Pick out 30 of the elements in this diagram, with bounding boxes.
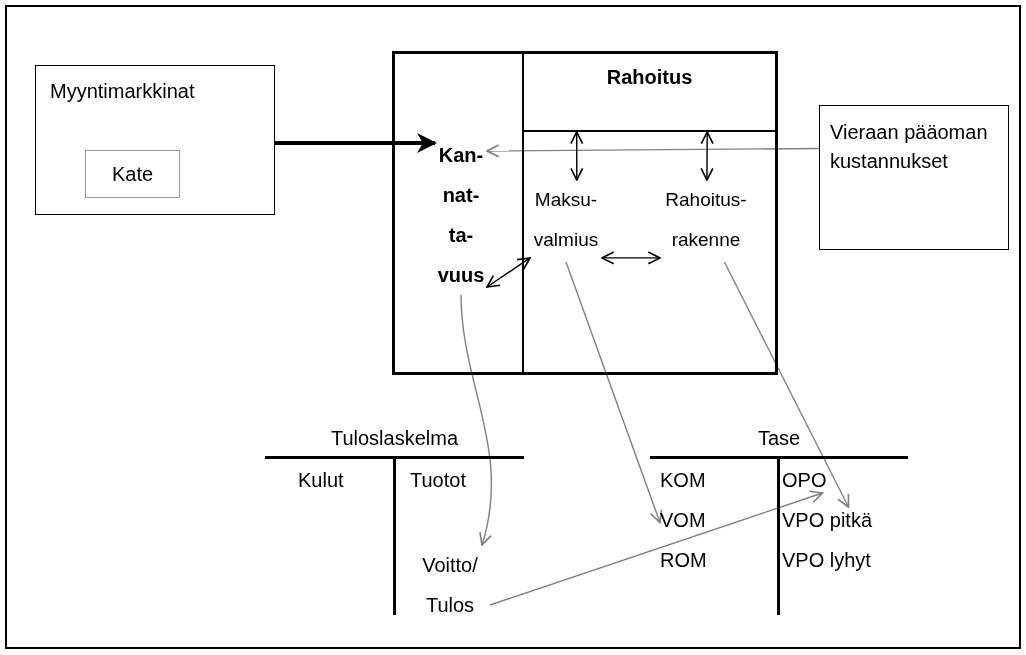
title-text: Myyntimarkkinat [50,79,196,104]
outer-box [35,65,275,215]
double-arrow [700,131,714,181]
title-text: Tuloslaskelma [329,426,460,451]
account-entry: OPO [782,467,827,493]
title-text: Tase [756,426,802,451]
double-arrow [601,251,661,265]
account-entry: Tuotot [410,467,480,493]
double-arrow [486,257,531,288]
account-entry: VPO pitkä [782,507,877,533]
account-entry: Voitto/ Tulos [410,545,490,625]
account-entry: VOM [660,507,710,533]
arrow [565,261,663,524]
arrow [723,261,850,508]
account-entry: Kulut [298,467,358,493]
account-entry: VPO lyhyt [782,547,877,573]
label-text: Maksu- valmius [530,180,602,262]
thick-arrow [275,133,437,153]
arrow [460,294,493,546]
label-text: Rahoitus- rakenne [660,180,752,262]
inner-box: Kate [85,150,180,198]
arrow [489,490,824,606]
text-box: Vieraan pääoman kustannukset [819,105,1009,250]
account-entry: KOM [660,467,710,493]
header-section: Rahoitus [524,54,775,132]
arrow [486,144,820,158]
double-arrow [570,131,584,181]
bold-label: Kan- nat- ta- vuus [435,135,487,295]
grid-box [392,51,778,375]
account-entry: ROM [660,547,710,573]
